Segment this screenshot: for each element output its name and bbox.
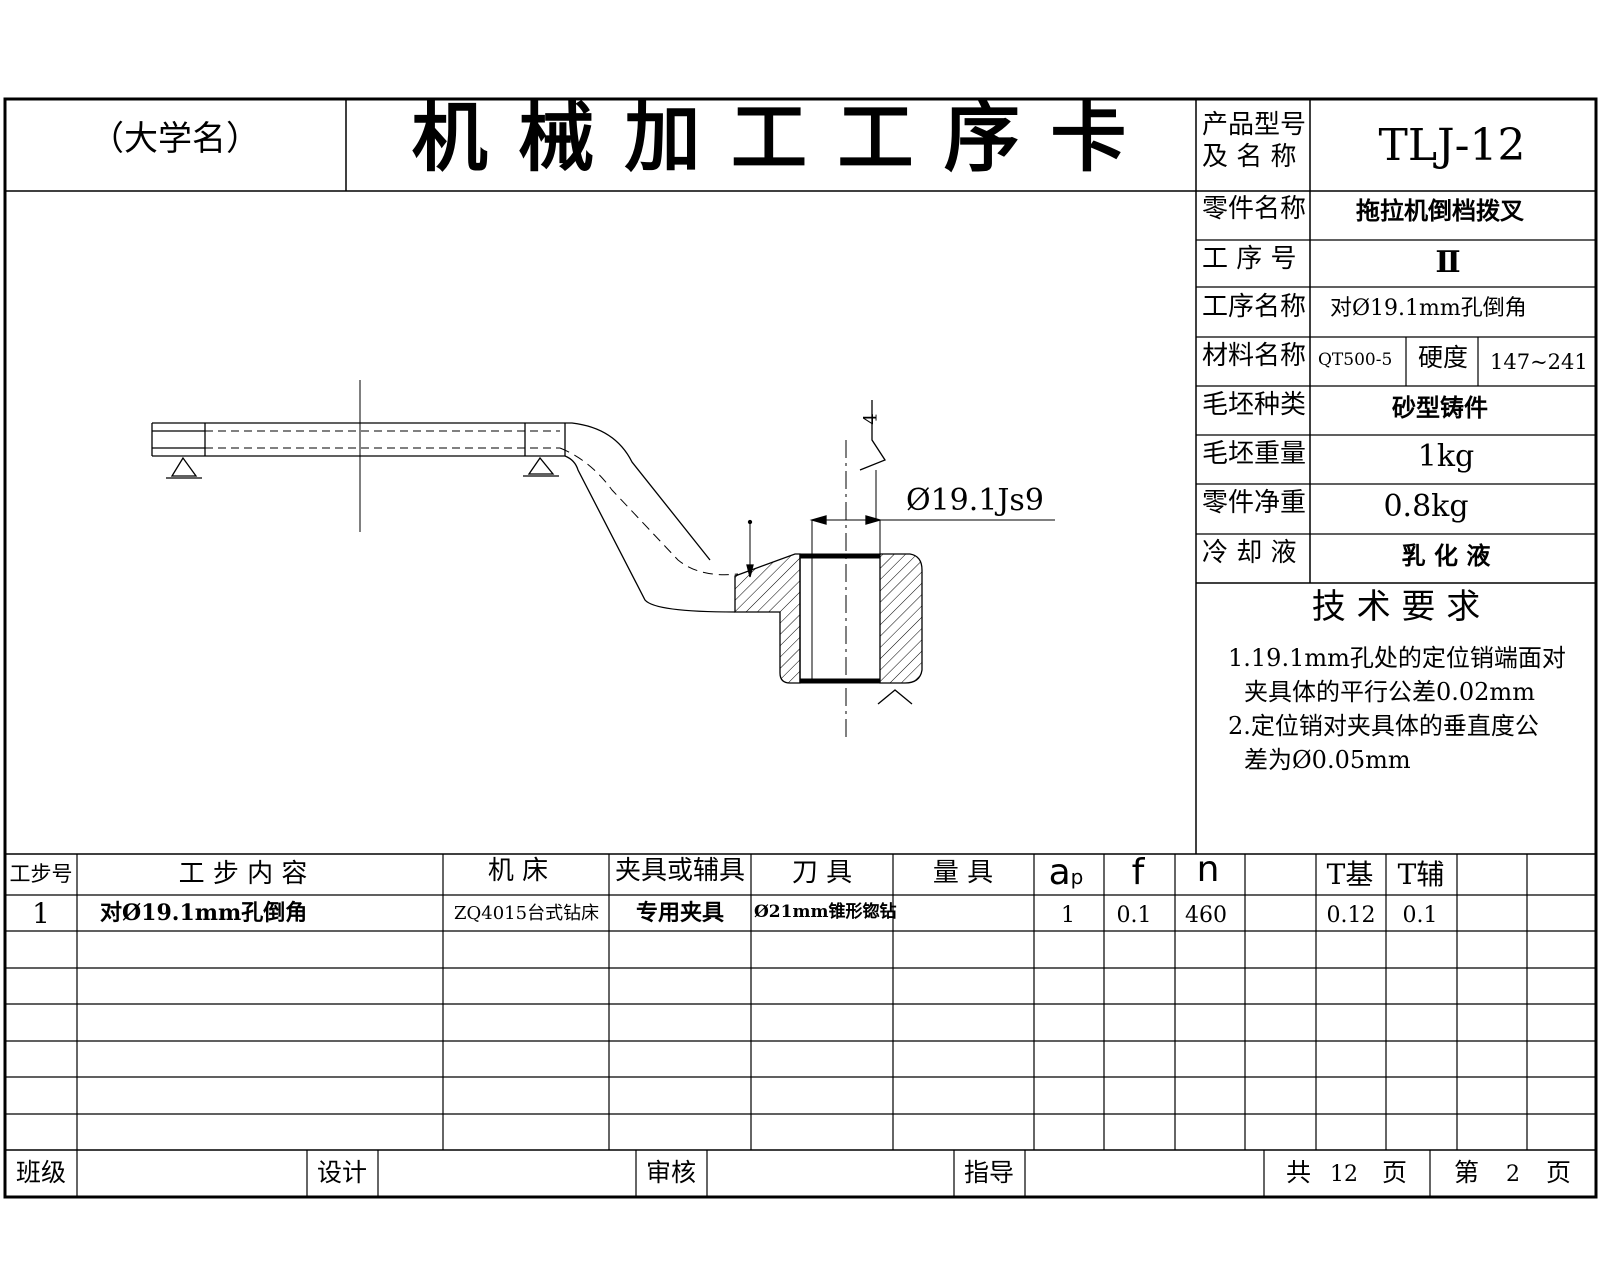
page-no-value: 2 — [1506, 1162, 1520, 1187]
design-label: 设计 — [316, 1158, 368, 1187]
col-header-n: n — [1196, 849, 1220, 890]
part-name-label: 零件名称 — [1202, 194, 1307, 224]
row1-ap: 1 — [1061, 903, 1075, 928]
support-left — [170, 456, 198, 477]
coolant-value: 乳 化 液 — [1401, 541, 1491, 570]
blank-type-value: 砂型铸件 — [1392, 393, 1488, 422]
row1-n: 460 — [1185, 903, 1227, 928]
roughness-symbol — [859, 400, 886, 471]
v-block-symbol — [877, 689, 913, 705]
review-label: 审核 — [645, 1158, 697, 1187]
row1-t-base: 0.12 — [1326, 903, 1376, 928]
process-name-label: 工序名称 — [1202, 292, 1307, 322]
total-pages-value: 12 — [1330, 1162, 1358, 1187]
col-header-step-no: 工步号 — [9, 862, 73, 886]
col-header-gauge: 量 具 — [932, 858, 994, 888]
row1-f: 0.1 — [1116, 903, 1152, 928]
fork-rod — [152, 422, 711, 561]
tech-line-1: 1.19.1mm孔处的定位销端面对 — [1228, 644, 1566, 672]
support-mid — [527, 456, 555, 475]
col-header-tool: 刀 具 — [791, 858, 853, 888]
hardness-label: 硬度 — [1418, 343, 1469, 372]
blank-type-label: 毛坯种类 — [1202, 390, 1307, 420]
col-header-ap-main: a — [1048, 852, 1071, 893]
col-header-content: 工 步 内 容 — [178, 859, 308, 889]
material-label: 材料名称 — [1202, 341, 1307, 371]
process-no-label: 工 序 号 — [1202, 244, 1297, 274]
row1-machine: ZQ4015台式钻床 — [454, 903, 600, 924]
col-header-ap: ap — [1049, 855, 1084, 891]
page-no-prefix: 第 — [1454, 1158, 1480, 1187]
product-model-label-2: 及 名 称 — [1202, 142, 1297, 172]
tech-title: 技 术 要 求 — [1311, 587, 1481, 627]
product-model-label-1: 产品型号 — [1202, 110, 1307, 140]
guide-label: 指导 — [963, 1158, 1015, 1187]
blank-weight-value: 1kg — [1417, 439, 1475, 474]
card-title: 机 械 加 工 工 序 卡 — [411, 93, 1129, 182]
col-header-fixture: 夹具或辅具 — [614, 856, 746, 886]
hardness-value: 147~241 — [1490, 350, 1588, 374]
boss-section — [734, 553, 801, 684]
col-header-f: f — [1131, 852, 1145, 893]
col-header-t-aux: T辅 — [1397, 858, 1445, 891]
row1-fixture: 专用夹具 — [635, 900, 725, 926]
process-no-value: Ⅱ — [1435, 245, 1461, 280]
part-name-value: 拖拉机倒档拨叉 — [1356, 196, 1524, 225]
col-header-ap-sub: p — [1070, 865, 1084, 889]
page-no-suffix: 页 — [1546, 1158, 1572, 1187]
tech-line-3: 2.定位销对夹具体的垂直度公 — [1228, 712, 1539, 740]
coolant-label: 冷 却 液 — [1202, 538, 1297, 568]
material-value: QT500-5 — [1318, 350, 1393, 370]
product-model-value: TLJ-12 — [1378, 120, 1526, 171]
roughness-value: 4 — [860, 413, 882, 425]
process-name-value: 对Ø19.1mm孔倒角 — [1330, 296, 1527, 321]
row1-t-aux: 0.1 — [1402, 903, 1438, 928]
bore-dimension-label: Ø19.1Js9 — [906, 483, 1044, 518]
row1-content: 对Ø19.1mm孔倒角 — [100, 900, 308, 926]
blank-weight-label: 毛坯重量 — [1202, 439, 1307, 469]
row1-step-no: 1 — [32, 897, 50, 930]
net-weight-label: 零件净重 — [1202, 488, 1307, 518]
row1-tool: Ø21mm锥形锪钻 — [754, 902, 897, 922]
tech-line-2: 夹具体的平行公差0.02mm — [1244, 678, 1535, 706]
school-name: （大学名） — [90, 119, 260, 159]
total-pages-suffix: 页 — [1382, 1158, 1408, 1187]
total-pages-prefix: 共 — [1286, 1158, 1312, 1187]
class-label: 班级 — [15, 1158, 67, 1187]
tech-line-4: 差为Ø0.05mm — [1244, 746, 1411, 774]
col-header-t-base: T基 — [1326, 858, 1374, 891]
col-header-machine: 机 床 — [487, 856, 549, 886]
net-weight-value: 0.8kg — [1383, 489, 1469, 524]
